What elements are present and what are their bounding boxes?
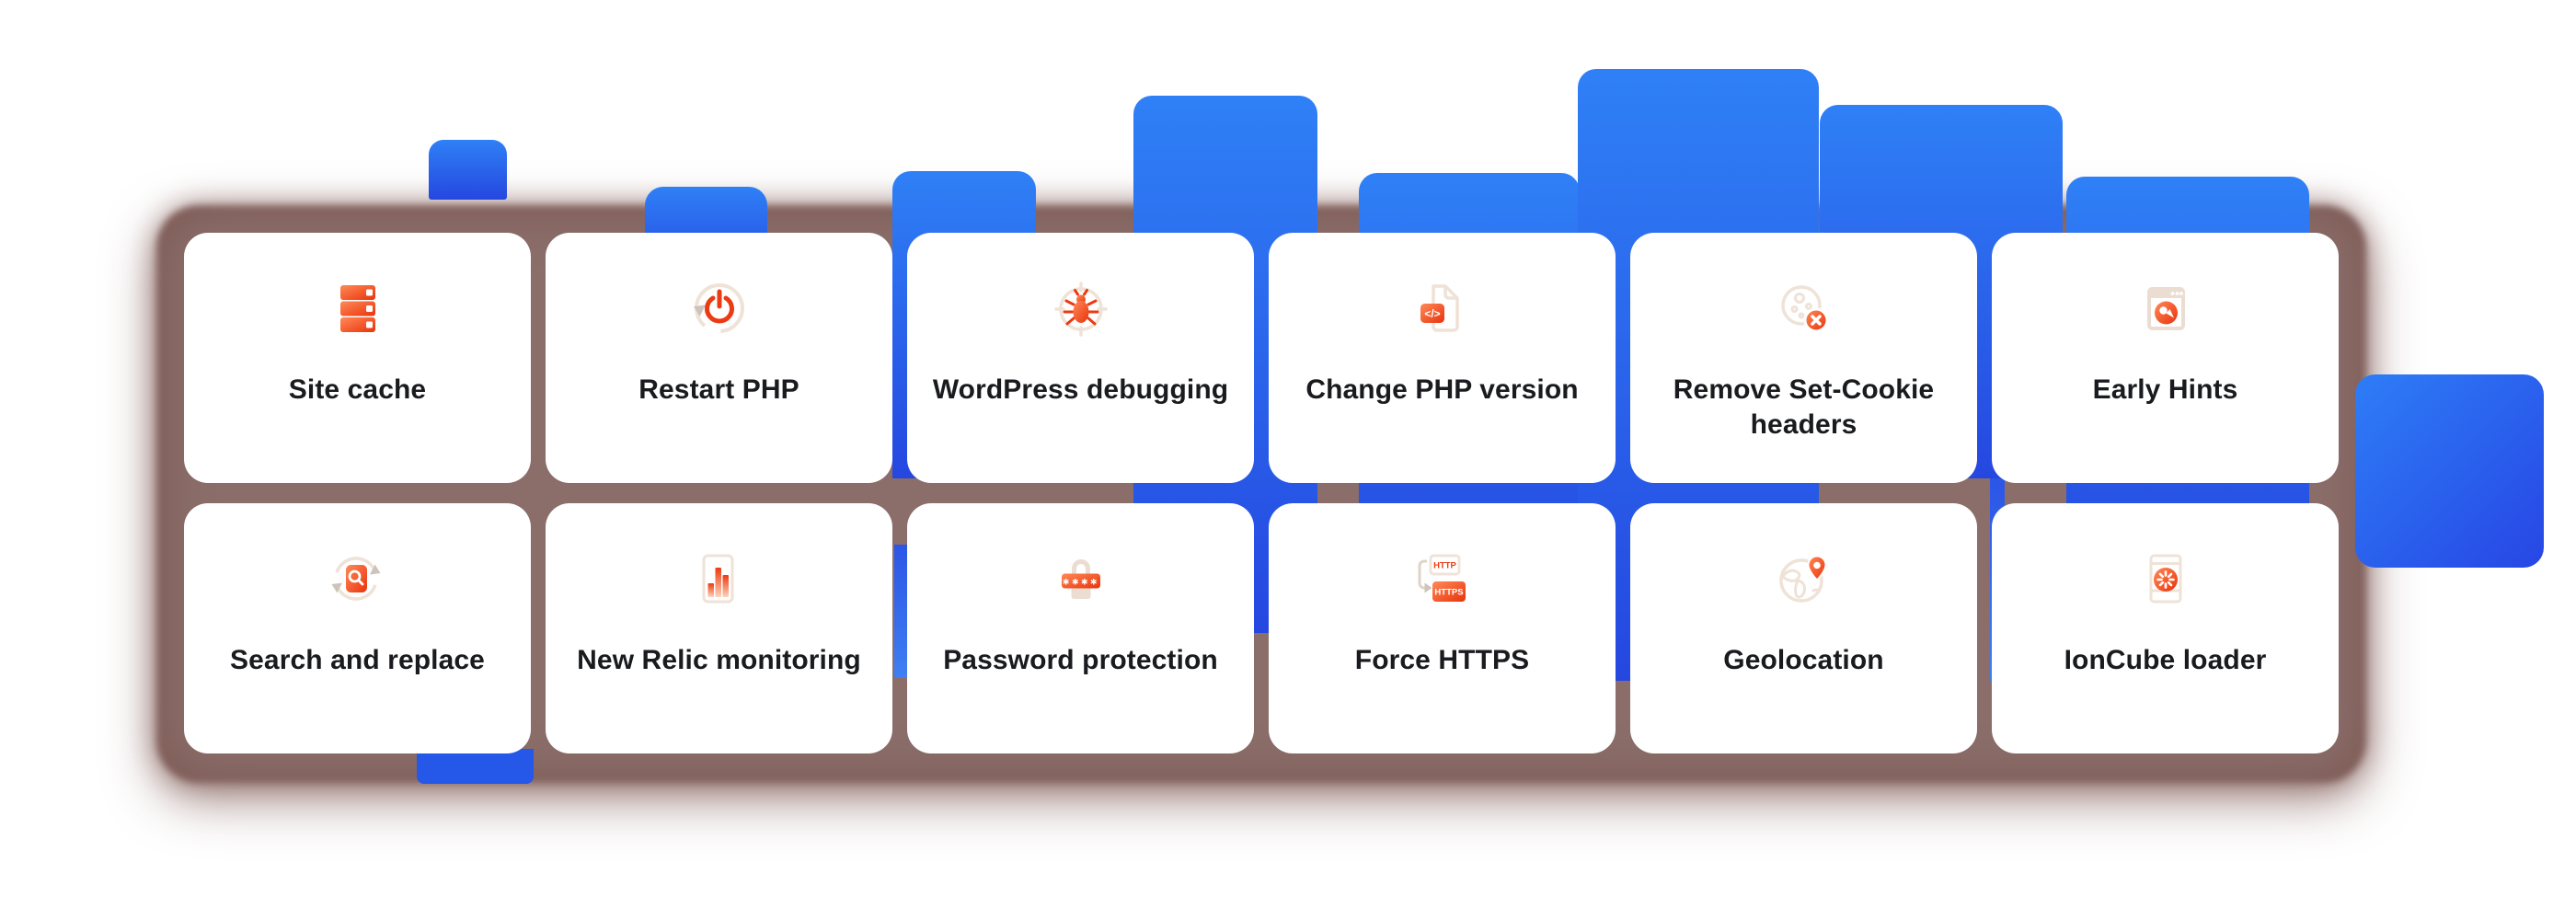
card-label: Search and replace bbox=[230, 645, 485, 675]
remove-set-cookie-icon bbox=[1775, 279, 1834, 338]
card-restart-php[interactable]: Restart PHP bbox=[546, 233, 892, 483]
card-label: IonCube loader bbox=[2064, 645, 2267, 675]
wordpress-debugging-icon bbox=[1052, 279, 1110, 338]
card-geolocation[interactable]: Geolocation bbox=[1630, 503, 1977, 753]
force-https-icon: HTTP HTTPS bbox=[1413, 549, 1472, 608]
card-label: Password protection bbox=[943, 645, 1218, 675]
card-label: Site cache bbox=[288, 374, 427, 405]
card-wordpress-debugging[interactable]: WordPress debugging bbox=[907, 233, 1254, 483]
restart-php-icon bbox=[690, 279, 749, 338]
card-search-and-replace[interactable]: Search and replace bbox=[184, 503, 531, 753]
svg-text:</>: </> bbox=[1424, 307, 1440, 320]
card-site-cache[interactable]: Site cache bbox=[184, 233, 531, 483]
geolocation-icon bbox=[1775, 549, 1834, 608]
new-relic-monitoring-icon bbox=[690, 549, 749, 608]
card-label: Geolocation bbox=[1723, 645, 1884, 675]
card-label: Remove Set-Cookie headers bbox=[1673, 374, 1935, 440]
ioncube-loader-icon bbox=[2136, 549, 2195, 608]
search-and-replace-icon bbox=[328, 549, 387, 608]
early-hints-icon bbox=[2136, 279, 2195, 338]
card-new-relic-monitoring[interactable]: New Relic monitoring bbox=[546, 503, 892, 753]
card-label: Restart PHP bbox=[638, 374, 799, 405]
card-label: Early Hints bbox=[2092, 374, 2238, 405]
decor-fragment bbox=[417, 749, 534, 784]
card-ioncube-loader[interactable]: IonCube loader bbox=[1992, 503, 2339, 753]
card-change-php-version[interactable]: </> Change PHP version bbox=[1269, 233, 1616, 483]
site-cache-icon bbox=[328, 279, 387, 338]
password-protection-icon: ✱✱✱✱ bbox=[1052, 549, 1110, 608]
decor-bar bbox=[429, 140, 507, 200]
card-early-hints[interactable]: Early Hints bbox=[1992, 233, 2339, 483]
card-label: Force HTTPS bbox=[1354, 645, 1530, 675]
feature-grid: Site cache Restart PHP bbox=[184, 233, 2339, 753]
card-password-protection[interactable]: ✱✱✱✱ Password protection bbox=[907, 503, 1254, 753]
card-force-https[interactable]: HTTP HTTPS Force HTTPS bbox=[1269, 503, 1616, 753]
card-label: WordPress debugging bbox=[932, 374, 1229, 405]
card-remove-set-cookie[interactable]: Remove Set-Cookie headers bbox=[1630, 233, 1977, 483]
svg-text:HTTPS: HTTPS bbox=[1434, 588, 1463, 598]
decor-gap-strip bbox=[894, 545, 910, 678]
decor-square bbox=[2355, 374, 2544, 568]
svg-text:HTTP: HTTP bbox=[1433, 561, 1456, 571]
svg-text:✱✱✱✱: ✱✱✱✱ bbox=[1062, 578, 1098, 587]
card-label: New Relic monitoring bbox=[577, 645, 861, 675]
card-label: Change PHP version bbox=[1305, 374, 1579, 405]
change-php-version-icon: </> bbox=[1413, 279, 1472, 338]
